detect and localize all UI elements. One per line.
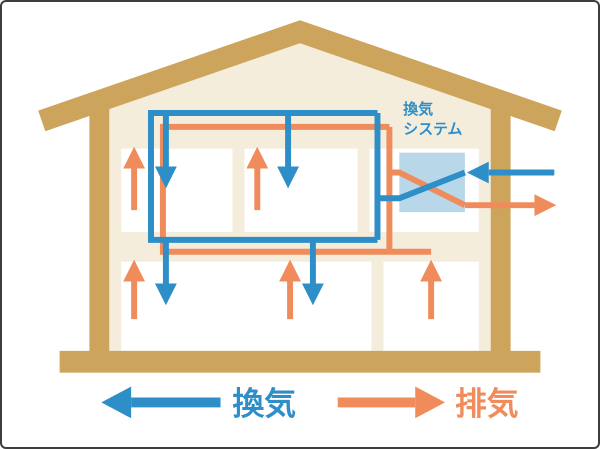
- supply-duct-network: [148, 110, 555, 284]
- supply-arrowheads: [154, 161, 489, 306]
- supply-arrow-down-2f-center-icon: [277, 166, 300, 189]
- legend: 換気 排気: [101, 386, 519, 422]
- legend-exhaust-label: 排気: [455, 386, 519, 422]
- legend-supply-label: 換気: [232, 386, 296, 422]
- exhaust-arrowheads: [123, 146, 557, 282]
- left-wall: [89, 99, 110, 353]
- exhaust-duct-unit-crossover: [389, 169, 467, 208]
- exhaust-arrow-up-1f-right-icon: [420, 259, 443, 282]
- exhaust-arrow-up-1f-center-icon: [279, 259, 301, 282]
- floor-slab: [59, 350, 541, 373]
- right-wall: [490, 99, 511, 353]
- fresh-air-intake-arrow-icon: [466, 161, 489, 184]
- room-1f-left: [121, 261, 372, 351]
- exhaust-arrow-up-2f-left-icon: [123, 146, 146, 169]
- exhaust-outlet-arrow-icon: [534, 194, 557, 217]
- unit-label-line2: システム: [403, 120, 462, 138]
- exhaust-arrow-up-1f-left-icon: [123, 259, 146, 282]
- supply-arrow-down-1f-center-icon: [301, 283, 324, 306]
- supply-arrow-down-2f-left-icon: [154, 166, 177, 189]
- exhaust-arrow-up-2f-center-icon: [246, 146, 269, 169]
- supply-duct-main-run: [148, 110, 378, 243]
- exhaust-duct-network: [131, 123, 535, 320]
- roof: [38, 20, 562, 132]
- legend-supply-arrow-icon: [101, 386, 132, 419]
- supply-arrow-down-1f-left-icon: [154, 283, 177, 306]
- unit-label-line1: 換気: [403, 100, 433, 118]
- exhaust-duct-main-run: [159, 123, 432, 255]
- supply-duct-unit-crossover: [377, 169, 466, 202]
- legend-exhaust-arrow-icon: [415, 386, 446, 419]
